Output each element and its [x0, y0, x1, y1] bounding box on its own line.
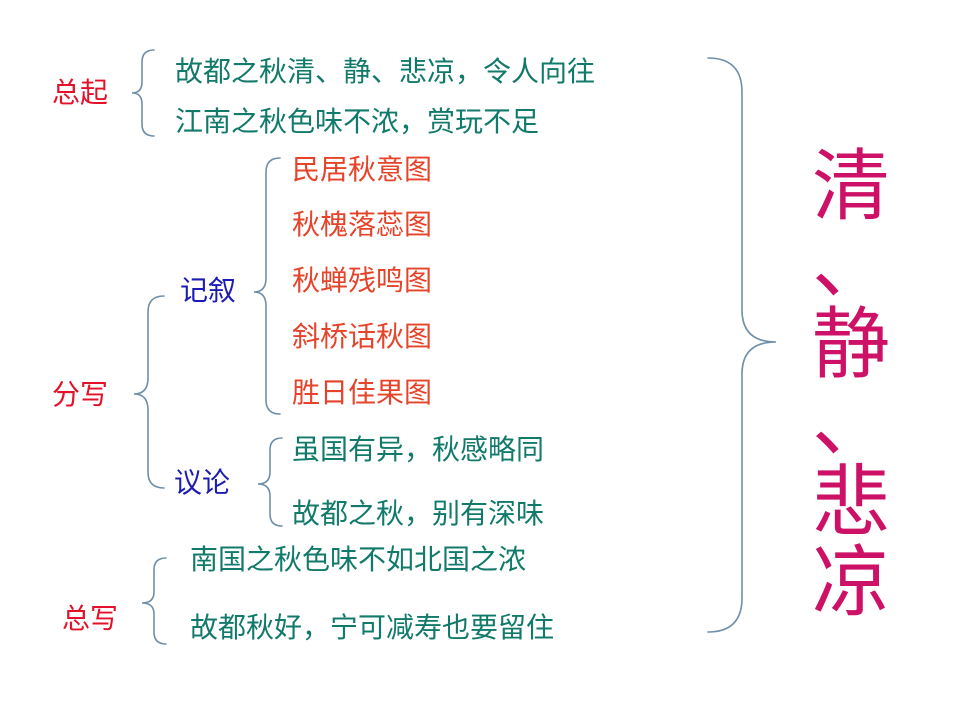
- narrative-label: 记叙: [180, 274, 237, 307]
- discussion-label: 议论: [174, 466, 231, 499]
- intro-line-1: 故都之秋清、静、悲凉，令人向往: [175, 55, 596, 88]
- theme-char-bei: 悲: [811, 458, 890, 548]
- theme-char-jing: 静: [811, 300, 890, 390]
- conclusion-brace: [141, 557, 167, 645]
- theme-char-comma-2: 、: [811, 378, 890, 468]
- theme-brace: [707, 57, 777, 633]
- theme-char-liang: 凉: [811, 538, 890, 628]
- narrative-item-2: 秋槐落蕊图: [292, 208, 433, 241]
- narrative-item-4: 斜桥话秋图: [292, 320, 433, 353]
- conclusion-label: 总写: [62, 602, 119, 635]
- conclusion-line-1: 南国之秋色味不如北国之浓: [190, 543, 527, 576]
- discussion-item-2: 故都之秋，别有深味: [292, 497, 545, 530]
- body-label: 分写: [52, 378, 109, 411]
- narrative-item-5: 胜日佳果图: [292, 376, 433, 409]
- theme-char-comma-1: 、: [811, 220, 890, 310]
- intro-line-2: 江南之秋色味不浓，赏玩不足: [175, 105, 540, 138]
- intro-label: 总起: [52, 76, 109, 109]
- body-brace: [133, 295, 165, 489]
- narrative-item-1: 民居秋意图: [292, 153, 433, 186]
- theme-char-qing: 清: [811, 142, 890, 232]
- intro-brace: [131, 49, 155, 137]
- narrative-brace: [253, 157, 281, 415]
- narrative-item-3: 秋蝉残鸣图: [292, 264, 433, 297]
- discussion-item-1: 虽国有异，秋感略同: [292, 433, 545, 466]
- discussion-brace: [257, 437, 283, 527]
- conclusion-line-2: 故都秋好，宁可减寿也要留住: [190, 611, 555, 644]
